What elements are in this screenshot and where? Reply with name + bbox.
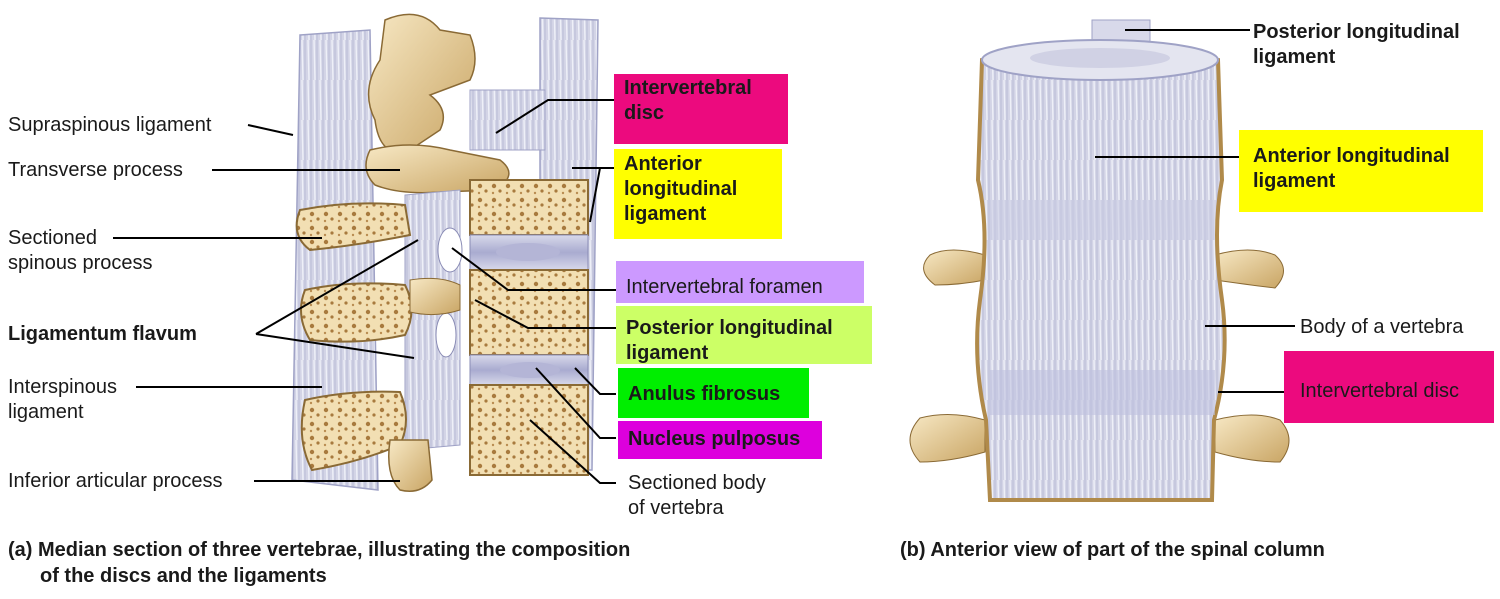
anterior-longitudinal-label-line3: ligament — [624, 203, 707, 225]
intervertebral-foramen-label-box: Intervertebral foramen — [616, 261, 864, 303]
nucleus-pulposus-label: Nucleus pulposus — [628, 428, 801, 450]
anterior-longitudinal-b-label-line2: ligament — [1253, 170, 1336, 192]
anterior-longitudinal-b-label-box: Anterior longitudinal ligament — [1239, 130, 1483, 212]
anterior-view-drawing — [909, 19, 1290, 502]
intervertebral-disc-label-line2: disc — [624, 102, 665, 124]
transverse-process-left-top — [923, 249, 986, 286]
panel-b-leader-lines — [1095, 29, 1295, 393]
caption-b: (b) Anterior view of part of the spinal … — [900, 539, 1325, 561]
intervertebral-disc-b-label-box: Intervertebral disc — [1284, 351, 1494, 423]
nucleus-1 — [496, 243, 560, 261]
anterior-longitudinal-label-box: Anterior longitudinal ligament — [614, 149, 782, 239]
supraspinous-ligament-label: Supraspinous ligament — [8, 114, 212, 136]
anterior-longitudinal-label-line1: Anterior — [624, 153, 702, 175]
disc-band-1 — [990, 200, 1215, 240]
vertebral-body-2 — [469, 269, 589, 356]
disc-band-2 — [990, 370, 1215, 415]
intervertebral-disc-label-box: Intervertebral disc — [614, 74, 788, 144]
nucleus-pulposus-label-box: Nucleus pulposus — [618, 421, 822, 459]
sectioned-spinous-label-line1: Sectioned — [8, 227, 97, 249]
upper-disc-shape — [469, 89, 546, 151]
anterior-longitudinal-label-line2: longitudinal — [624, 178, 738, 200]
nucleus-2 — [500, 362, 560, 378]
sectioned-spinous-label-line2: spinous process — [8, 252, 153, 274]
interspinous-label-line1: Interspinous — [8, 376, 117, 398]
anulus-fibrosus-label-box: Anulus fibrosus — [618, 368, 809, 418]
transverse-process-left-bottom — [909, 413, 986, 463]
posterior-longitudinal-b-label-line1: Posterior longitudinal — [1253, 21, 1460, 43]
caption-a-line2: of the discs and the ligaments — [40, 565, 327, 587]
median-section-drawing — [291, 13, 599, 492]
anulus-fibrosus-label: Anulus fibrosus — [628, 383, 781, 405]
spinous-process-1 — [295, 202, 412, 252]
vertebral-body-1 — [469, 179, 589, 236]
transverse-process-right-bottom — [1214, 414, 1290, 463]
vertebral-column-body — [975, 48, 1227, 502]
intervertebral-disc-label-line1: Intervertebral — [624, 77, 752, 99]
anterior-longitudinal-b-label-line1: Anterior longitudinal — [1253, 145, 1450, 167]
foramen-opening-2 — [435, 312, 457, 358]
sectioned-body-label-line1: Sectioned body — [628, 472, 766, 494]
intervertebral-disc-b-label: Intervertebral disc — [1300, 380, 1459, 402]
caption-a-line1: (a) Median section of three vertebrae, i… — [8, 539, 631, 561]
interspinous-label-line2: ligament — [8, 401, 84, 423]
vertebral-body-3 — [469, 384, 589, 476]
posterior-longitudinal-b-label-line2: ligament — [1253, 46, 1336, 68]
inferior-articular-shape — [388, 439, 433, 492]
sectioned-body-label-line2: of vertebra — [628, 497, 724, 519]
panel-a-leader-lines — [113, 99, 616, 484]
posterior-longitudinal-label-line2: ligament — [626, 342, 709, 364]
ligamentum-flavum-label: Ligamentum flavum — [8, 323, 197, 345]
posterior-longitudinal-label-box: Posterior longitudinal ligament — [616, 306, 872, 364]
transverse-process-label: Transverse process — [8, 159, 183, 181]
intervertebral-foramen-label: Intervertebral foramen — [626, 276, 823, 298]
upper-articular-processes — [367, 13, 476, 153]
spinous-process-2 — [300, 282, 413, 343]
supraspinous-ligament-shape — [291, 29, 379, 491]
lamina-piece — [409, 277, 461, 316]
transverse-process-right-top — [1214, 249, 1284, 289]
inferior-articular-label: Inferior articular process — [8, 470, 223, 492]
posterior-longitudinal-label-line1: Posterior longitudinal — [626, 317, 833, 339]
foramen-opening-1 — [437, 227, 463, 273]
body-of-vertebra-label: Body of a vertebra — [1300, 316, 1464, 338]
column-top-inner — [1030, 48, 1170, 68]
